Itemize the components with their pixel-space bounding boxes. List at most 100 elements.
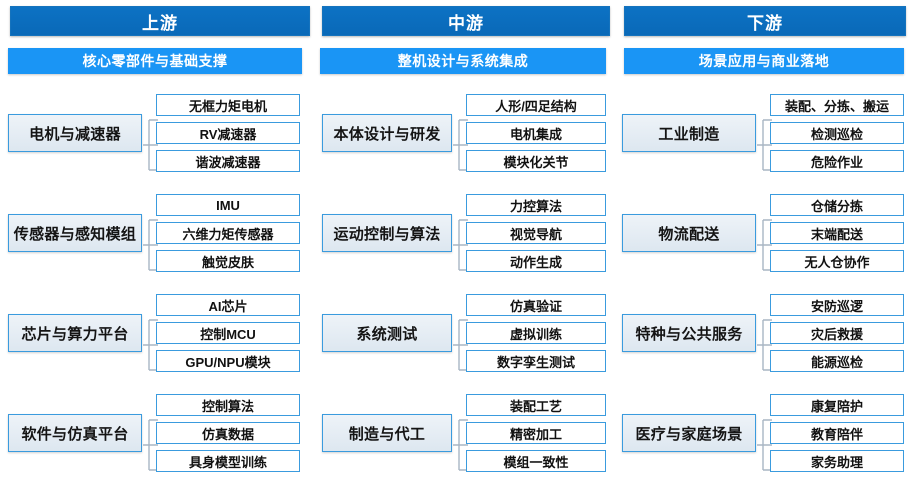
category-box[interactable]: 制造与代工 — [322, 414, 452, 452]
child-box[interactable]: 装配工艺 — [466, 394, 606, 416]
category-box[interactable]: 本体设计与研发 — [322, 114, 452, 152]
group-row: 电机与减速器 无框力矩电机 RV减速器 谐波减速器 — [6, 92, 310, 176]
category-box[interactable]: 医疗与家庭场景 — [622, 414, 756, 452]
child-box[interactable]: 康复陪护 — [770, 394, 904, 416]
category-box[interactable]: 运动控制与算法 — [322, 214, 452, 252]
child-box[interactable]: 虚拟训练 — [466, 322, 606, 344]
category-box[interactable]: 特种与公共服务 — [622, 314, 756, 352]
child-label: 能源巡检 — [810, 354, 863, 370]
child-label: 装配、分拣、搬运 — [784, 98, 889, 114]
child-box[interactable]: 控制MCU — [156, 322, 300, 344]
bracket-icon — [453, 319, 468, 371]
child-box[interactable]: 电机集成 — [466, 122, 606, 144]
child-box[interactable]: 仓储分拣 — [770, 194, 904, 216]
category-box[interactable]: 系统测试 — [322, 314, 452, 352]
child-box[interactable]: 模块化关节 — [466, 150, 606, 172]
bracket-icon — [453, 119, 468, 171]
child-box[interactable]: 安防巡逻 — [770, 294, 904, 316]
bracket-connector — [143, 416, 159, 474]
child-box[interactable]: 教育陪伴 — [770, 422, 904, 444]
category-label: 物流配送 — [658, 225, 720, 243]
bracket-connector — [143, 316, 159, 374]
category-box[interactable]: 芯片与算力平台 — [8, 314, 142, 352]
bracket-connector — [757, 116, 773, 174]
category-box[interactable]: 软件与仿真平台 — [8, 414, 142, 452]
child-box[interactable]: 数字孪生测试 — [466, 350, 606, 372]
child-box[interactable]: 控制算法 — [156, 394, 300, 416]
child-box[interactable]: 末端配送 — [770, 222, 904, 244]
bracket-icon — [757, 219, 772, 271]
tier-header-label: 上游 — [142, 13, 178, 33]
tier-subtitle-midstream: 整机设计与系统集成 — [320, 48, 606, 74]
child-label: 数字孪生测试 — [496, 354, 575, 370]
child-box[interactable]: 触觉皮肤 — [156, 250, 300, 272]
tier-header-label: 中游 — [448, 13, 484, 33]
child-box[interactable]: 危险作业 — [770, 150, 904, 172]
child-label: AI芯片 — [208, 298, 248, 314]
group-row: 制造与代工 装配工艺 精密加工 模组一致性 — [318, 392, 610, 476]
child-box[interactable]: 无人仓协作 — [770, 250, 904, 272]
bracket-icon — [143, 319, 158, 371]
category-label: 传感器与感知模组 — [13, 225, 137, 243]
child-box[interactable]: 仿真验证 — [466, 294, 606, 316]
tier-header-upstream: 上游 — [10, 6, 310, 36]
child-label: 危险作业 — [810, 154, 863, 170]
child-box[interactable]: 六维力矩传感器 — [156, 222, 300, 244]
category-box[interactable]: 传感器与感知模组 — [8, 214, 142, 252]
child-box[interactable]: 动作生成 — [466, 250, 606, 272]
child-box[interactable]: 仿真数据 — [156, 422, 300, 444]
category-label: 软件与仿真平台 — [21, 425, 129, 443]
child-box[interactable]: 家务助理 — [770, 450, 904, 472]
bracket-connector — [453, 416, 469, 474]
child-box[interactable]: 具身模型训练 — [156, 450, 300, 472]
column-upstream: 上游 核心零部件与基础支撑 电机与减速器 无框力矩电机 RV减速器 谐波减速器 … — [6, 0, 310, 488]
child-box[interactable]: 模组一致性 — [466, 450, 606, 472]
category-box[interactable]: 物流配送 — [622, 214, 756, 252]
child-box[interactable]: 无框力矩电机 — [156, 94, 300, 116]
tier-subtitle-label: 核心零部件与基础支撑 — [82, 53, 228, 69]
child-box[interactable]: AI芯片 — [156, 294, 300, 316]
child-box[interactable]: IMU — [156, 194, 300, 216]
child-label: 具身模型训练 — [188, 454, 267, 470]
tier-subtitle-label: 整机设计与系统集成 — [397, 53, 529, 69]
child-box[interactable]: 谐波减速器 — [156, 150, 300, 172]
child-label: 家务助理 — [810, 454, 863, 470]
child-label: 灾后救援 — [810, 326, 863, 342]
tier-header-label: 下游 — [747, 13, 783, 33]
child-box[interactable]: 力控算法 — [466, 194, 606, 216]
bracket-connector — [143, 116, 159, 174]
bracket-icon — [453, 419, 468, 471]
bracket-connector — [453, 316, 469, 374]
child-box[interactable]: GPU/NPU模块 — [156, 350, 300, 372]
child-label: 检测巡检 — [810, 126, 863, 142]
child-box[interactable]: 视觉导航 — [466, 222, 606, 244]
child-label: 模块化关节 — [503, 154, 569, 170]
group-row: 传感器与感知模组 IMU 六维力矩传感器 触觉皮肤 — [6, 192, 310, 276]
child-label: 精密加工 — [509, 426, 562, 442]
child-label: 无人仓协作 — [804, 254, 870, 270]
child-box[interactable]: 装配、分拣、搬运 — [770, 94, 904, 116]
child-label: 教育陪伴 — [810, 426, 863, 442]
child-label: 电机集成 — [509, 126, 562, 142]
child-box[interactable]: 能源巡检 — [770, 350, 904, 372]
category-label: 运动控制与算法 — [333, 225, 441, 243]
tier-subtitle-downstream: 场景应用与商业落地 — [624, 48, 904, 74]
group-row: 物流配送 仓储分拣 末端配送 无人仓协作 — [620, 192, 906, 276]
child-label: 触觉皮肤 — [201, 254, 254, 270]
child-box[interactable]: 检测巡检 — [770, 122, 904, 144]
bracket-connector — [757, 216, 773, 274]
child-box[interactable]: 灾后救援 — [770, 322, 904, 344]
bracket-icon — [757, 419, 772, 471]
bracket-icon — [143, 119, 158, 171]
category-box[interactable]: 工业制造 — [622, 114, 756, 152]
category-label: 本体设计与研发 — [333, 125, 441, 143]
child-box[interactable]: 精密加工 — [466, 422, 606, 444]
category-box[interactable]: 电机与减速器 — [8, 114, 142, 152]
child-box[interactable]: 人形/四足结构 — [466, 94, 606, 116]
group-row: 工业制造 装配、分拣、搬运 检测巡检 危险作业 — [620, 92, 906, 176]
bracket-icon — [143, 219, 158, 271]
child-box[interactable]: RV减速器 — [156, 122, 300, 144]
child-label: 装配工艺 — [509, 398, 562, 414]
bracket-connector — [757, 416, 773, 474]
group-row: 软件与仿真平台 控制算法 仿真数据 具身模型训练 — [6, 392, 310, 476]
